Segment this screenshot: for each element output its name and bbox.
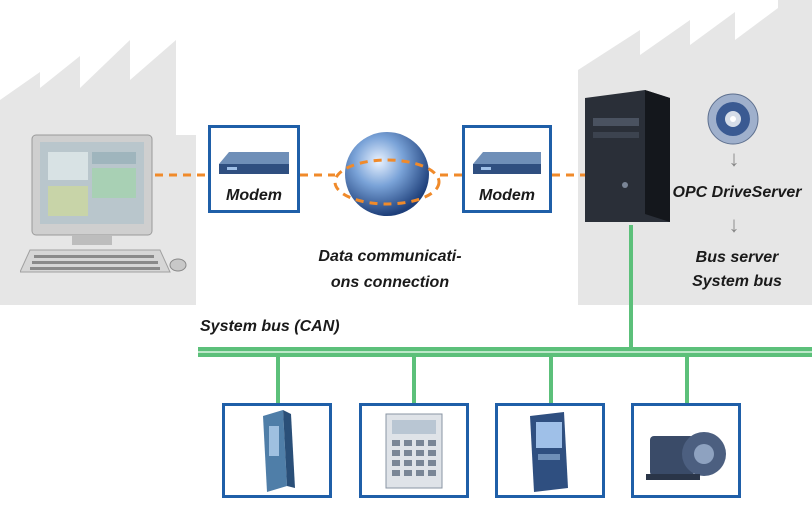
cd-disc-icon — [707, 93, 759, 145]
bus-server-line2: System bus — [692, 273, 782, 290]
globe-icon — [333, 132, 441, 216]
opc-driveserver-label: OPC DriveServer — [672, 184, 802, 201]
modem-device-icon — [219, 152, 289, 174]
bus-drop-device-1 — [276, 357, 280, 403]
bus-drop-device-2 — [412, 357, 416, 403]
network-caption-line2: ons connection — [330, 274, 450, 291]
arrow-down-icon: ↓ — [728, 146, 740, 171]
modem-right-label: Modem — [465, 182, 549, 210]
device-geared-motor — [631, 403, 741, 498]
bus-server-line1: Bus server — [695, 249, 779, 266]
modem-right: Modem — [462, 125, 552, 213]
frequency-inverter-icon — [530, 412, 568, 492]
bus-drop-device-3 — [549, 357, 553, 403]
bus-server-label: Bus server System bus — [662, 246, 812, 294]
servo-drive-icon — [263, 410, 295, 492]
device-frequency-inverter — [495, 403, 605, 498]
bus-drop-server — [629, 225, 633, 348]
device-servo-drive — [222, 403, 332, 498]
modem-left-label: Modem — [211, 182, 297, 210]
arrow-down-icon-2: ↓ — [728, 212, 740, 237]
device-keypad-terminal — [359, 403, 469, 498]
modem-left: Modem — [208, 125, 300, 213]
right-factory-building — [578, 0, 812, 305]
modem-device-icon — [473, 152, 541, 174]
network-caption-line1: Data communicati- — [318, 248, 462, 265]
server-tower-icon — [585, 90, 670, 222]
keypad-terminal-icon — [385, 413, 443, 489]
pc-workstation-icon — [20, 134, 187, 273]
network-caption: Data communicati- ons connection — [290, 244, 490, 296]
bus-drop-device-4 — [685, 357, 689, 403]
system-bus-label: System bus (CAN) — [200, 318, 340, 335]
geared-motor-icon — [646, 432, 726, 480]
